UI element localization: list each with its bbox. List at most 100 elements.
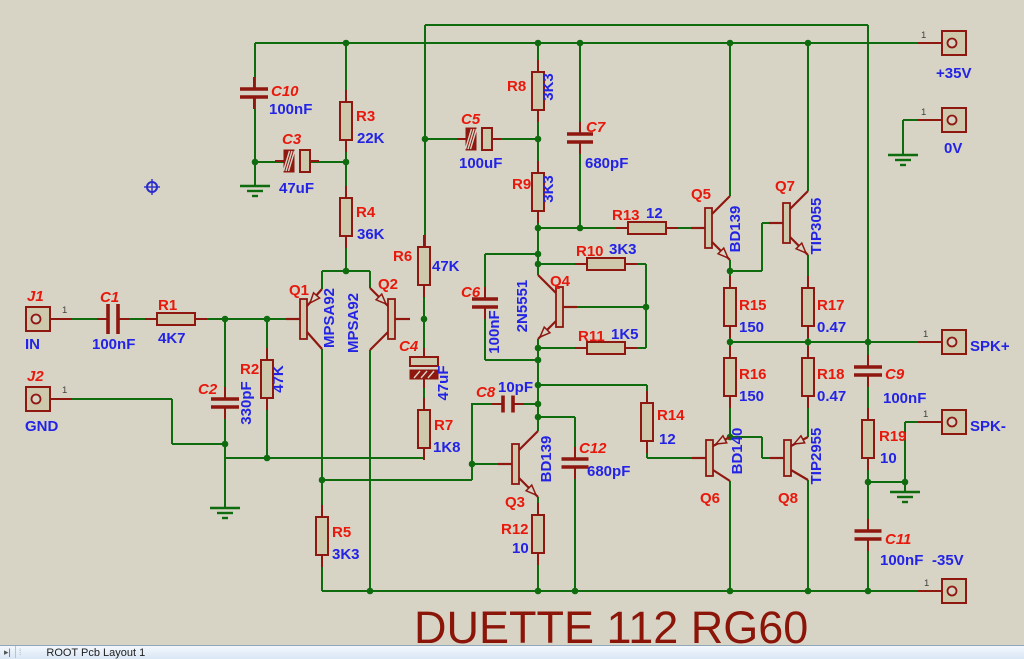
wire-segment[interactable]: [712, 469, 731, 482]
terminal-0v[interactable]: 0V1: [918, 107, 967, 157]
resistor-body[interactable]: [260, 359, 274, 399]
resistor-body[interactable]: [531, 514, 545, 554]
ground-symbol[interactable]: [210, 506, 240, 520]
wire-segment[interactable]: [282, 150, 291, 172]
transistor-bar[interactable]: [299, 298, 308, 340]
resistor-body[interactable]: [339, 197, 353, 237]
resistor-body[interactable]: [723, 287, 737, 327]
wire-segment[interactable]: [469, 128, 478, 150]
resistor-body[interactable]: [156, 312, 196, 326]
terminal-spk-pos[interactable]: SPK+1: [918, 329, 1010, 355]
transistor-bar[interactable]: [705, 439, 714, 477]
wire-segment[interactable]: [790, 469, 809, 481]
resistor-body[interactable]: [315, 516, 329, 556]
transistor-bar[interactable]: [387, 298, 396, 340]
wire-segment[interactable]: [518, 430, 539, 451]
wire-segment[interactable]: [789, 190, 809, 210]
sheet-nav-button[interactable]: ▸|: [0, 646, 16, 658]
resistor-body[interactable]: [801, 287, 815, 327]
resistor-body[interactable]: [339, 101, 353, 141]
resistor-body[interactable]: [531, 172, 545, 212]
wire-segment[interactable]: [306, 331, 323, 350]
ground-symbol[interactable]: [240, 184, 270, 198]
wire-segment[interactable]: [711, 195, 731, 215]
resistor-body[interactable]: [801, 357, 815, 397]
value-label: 47K: [270, 365, 287, 393]
wire-segment[interactable]: [413, 370, 421, 379]
transistor-bar[interactable]: [782, 202, 791, 244]
wire-segment[interactable]: [464, 128, 473, 150]
resistor-body[interactable]: [586, 341, 626, 355]
resistor-body[interactable]: [627, 221, 667, 235]
resistor-body[interactable]: [723, 357, 737, 397]
ground-symbol[interactable]: [890, 490, 920, 504]
wire-segment[interactable]: [537, 274, 557, 294]
wire-segment[interactable]: [285, 150, 293, 172]
resistor-body[interactable]: [640, 402, 654, 442]
resistor-body[interactable]: [417, 409, 431, 449]
wire-segment[interactable]: [287, 150, 296, 172]
transistor-bar[interactable]: [555, 286, 564, 328]
sheet-tab[interactable]: ROOT Pcb Layout 1: [46, 647, 146, 659]
resistor-body[interactable]: [531, 71, 545, 111]
transistor-bar[interactable]: [704, 207, 713, 249]
junction-dot: [342, 39, 350, 47]
terminal-spk-neg[interactable]: SPK-1: [918, 409, 1006, 435]
transistor-bar[interactable]: [783, 439, 792, 477]
ground-symbol[interactable]: [888, 153, 918, 167]
wire-segment[interactable]: [467, 128, 475, 150]
resistor-body[interactable]: [861, 419, 875, 459]
schematic-title[interactable]: DUETTE 112 RG60: [414, 602, 808, 645]
resistor-body[interactable]: [586, 257, 626, 271]
wire-segment[interactable]: [427, 370, 435, 379]
resistor-body[interactable]: [417, 246, 431, 286]
wire-segment[interactable]: [369, 331, 389, 351]
wire-segment[interactable]: [420, 370, 428, 379]
transistor-bar[interactable]: [511, 443, 520, 485]
